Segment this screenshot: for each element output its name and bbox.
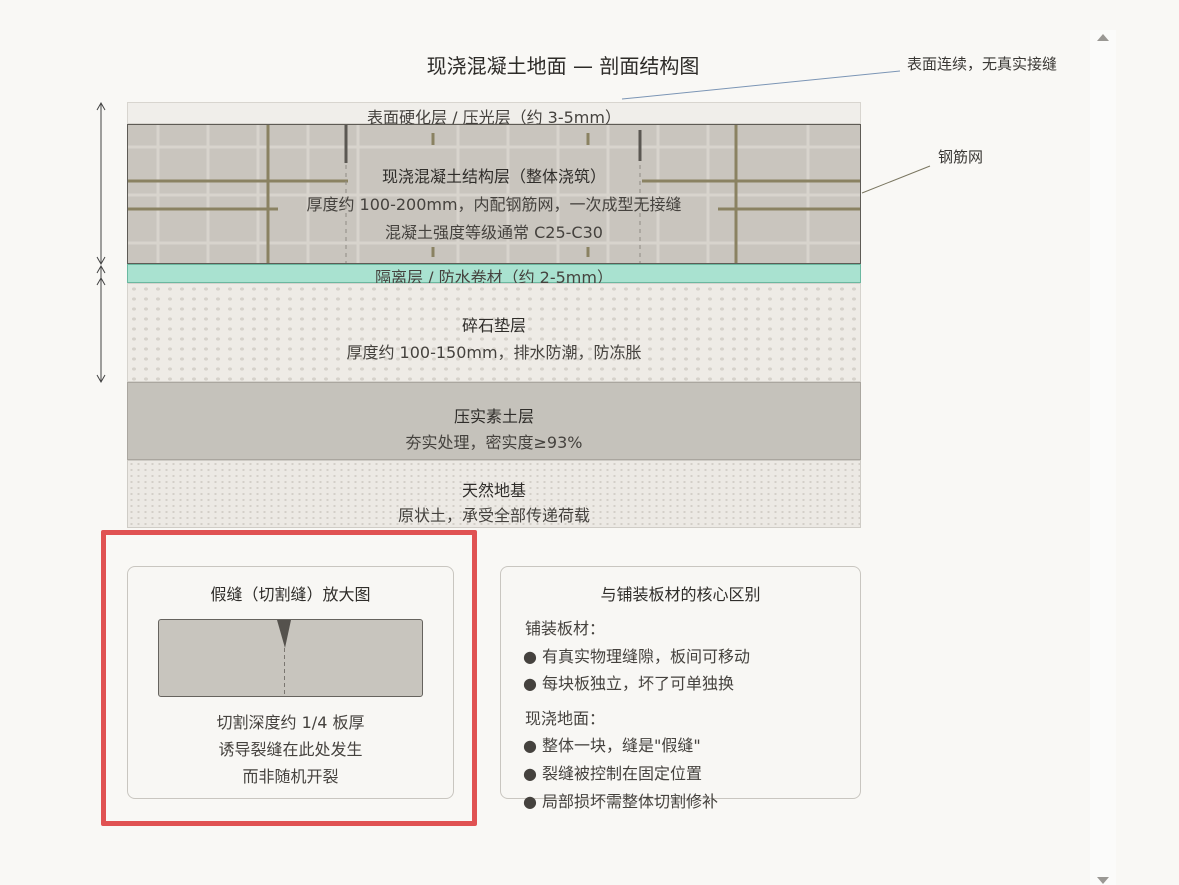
surface-layer-label: 表面硬化层 / 压光层（约 3-5mm） [367, 108, 621, 127]
saw-cut-joints [344, 125, 642, 263]
paving-item-text: 有真实物理缝隙，板间可移动 [542, 647, 751, 666]
paving-item: ● 每块板独立，坏了可单独换 [523, 674, 735, 693]
gravel-layer-desc: 厚度约 100-150mm，排水防潮，防冻胀 [346, 343, 642, 362]
cast-heading: 现浇地面： [525, 709, 606, 728]
slab-illustration [158, 619, 423, 697]
scroll-up-arrow-icon[interactable] [1096, 33, 1110, 43]
gravel-layer-title: 碎石垫层 [461, 316, 526, 335]
cast-item: ● 整体一块，缝是"假缝" [523, 736, 701, 755]
cast-item: ● 局部损坏需整体切割修补 [523, 792, 719, 811]
rebar-note: 钢筋网 [938, 148, 984, 166]
concrete-layer-thickness: 厚度约 100-200mm，内配钢筋网，一次成型无接缝 [306, 195, 682, 214]
surface-leader-line [621, 70, 901, 100]
difference-card: 与铺装板材的核心区别 铺装板材： ● 有真实物理缝隙，板间可移动 ● 每块板独立… [500, 566, 861, 811]
concrete-layer-title: 现浇混凝土结构层（整体浇筑） [381, 167, 606, 186]
cast-item-text: 裂缝被控制在固定位置 [542, 764, 703, 783]
soil-layer-title: 压实素土层 [453, 407, 534, 426]
surface-continuous-note: 表面连续，无真实接缝 [907, 55, 1058, 73]
false-joint-card: 假缝（切割缝）放大图 切割深度约 1/4 板厚 诱导裂缝在此处发生 而非随机开裂 [127, 566, 454, 799]
compacted-soil-layer: 压实素土层 夯实处理，密实度≥93% [127, 382, 861, 460]
paving-item-text: 每块板独立，坏了可单独换 [542, 674, 735, 693]
surface-layer: 表面硬化层 / 压光层（约 3-5mm） [127, 102, 861, 127]
diff-card-title: 与铺装板材的核心区别 [600, 585, 761, 604]
concrete-layer-strength: 混凝土强度等级通常 C25-C30 [385, 223, 603, 242]
joint-desc-1: 切割深度约 1/4 板厚 [216, 713, 365, 732]
dimension-arrows [96, 101, 106, 384]
paving-heading: 铺装板材： [525, 619, 606, 638]
joint-desc-3: 而非随机开裂 [242, 767, 339, 786]
concrete-layer: 现浇混凝土结构层（整体浇筑） 厚度约 100-200mm，内配钢筋网，一次成型无… [127, 124, 861, 264]
joint-card-title: 假缝（切割缝）放大图 [210, 585, 371, 604]
ground-layer-desc: 原状土，承受全部传递荷载 [397, 506, 590, 525]
separation-layer: 隔离层 / 防水卷材（约 2-5mm） [127, 264, 861, 287]
cast-item-text: 整体一块，缝是"假缝" [542, 736, 701, 755]
diagram-title: 现浇混凝土地面 — 剖面结构图 [426, 54, 700, 78]
rebar-leader-line [861, 165, 931, 194]
highlight-box [101, 530, 477, 826]
soil-layer-desc: 夯实处理，密实度≥93% [405, 433, 583, 452]
vertical-scrollbar[interactable] [1090, 30, 1116, 885]
separation-layer-label: 隔离层 / 防水卷材（约 2-5mm） [375, 268, 613, 287]
natural-ground-layer: 天然地基 原状土，承受全部传递荷载 [127, 460, 861, 528]
grid-pattern [128, 125, 860, 263]
scroll-down-arrow-icon[interactable] [1096, 875, 1110, 885]
joint-desc-2: 诱导裂缝在此处发生 [218, 740, 363, 759]
saw-cut-icon [277, 620, 291, 695]
cast-item-text: 局部损坏需整体切割修补 [542, 792, 719, 811]
cast-item: ● 裂缝被控制在固定位置 [523, 764, 703, 783]
gravel-layer: 碎石垫层 厚度约 100-150mm，排水防潮，防冻胀 [127, 283, 861, 382]
ground-layer-title: 天然地基 [461, 481, 526, 500]
rebar-mesh [128, 125, 860, 263]
paving-item: ● 有真实物理缝隙，板间可移动 [523, 647, 751, 666]
